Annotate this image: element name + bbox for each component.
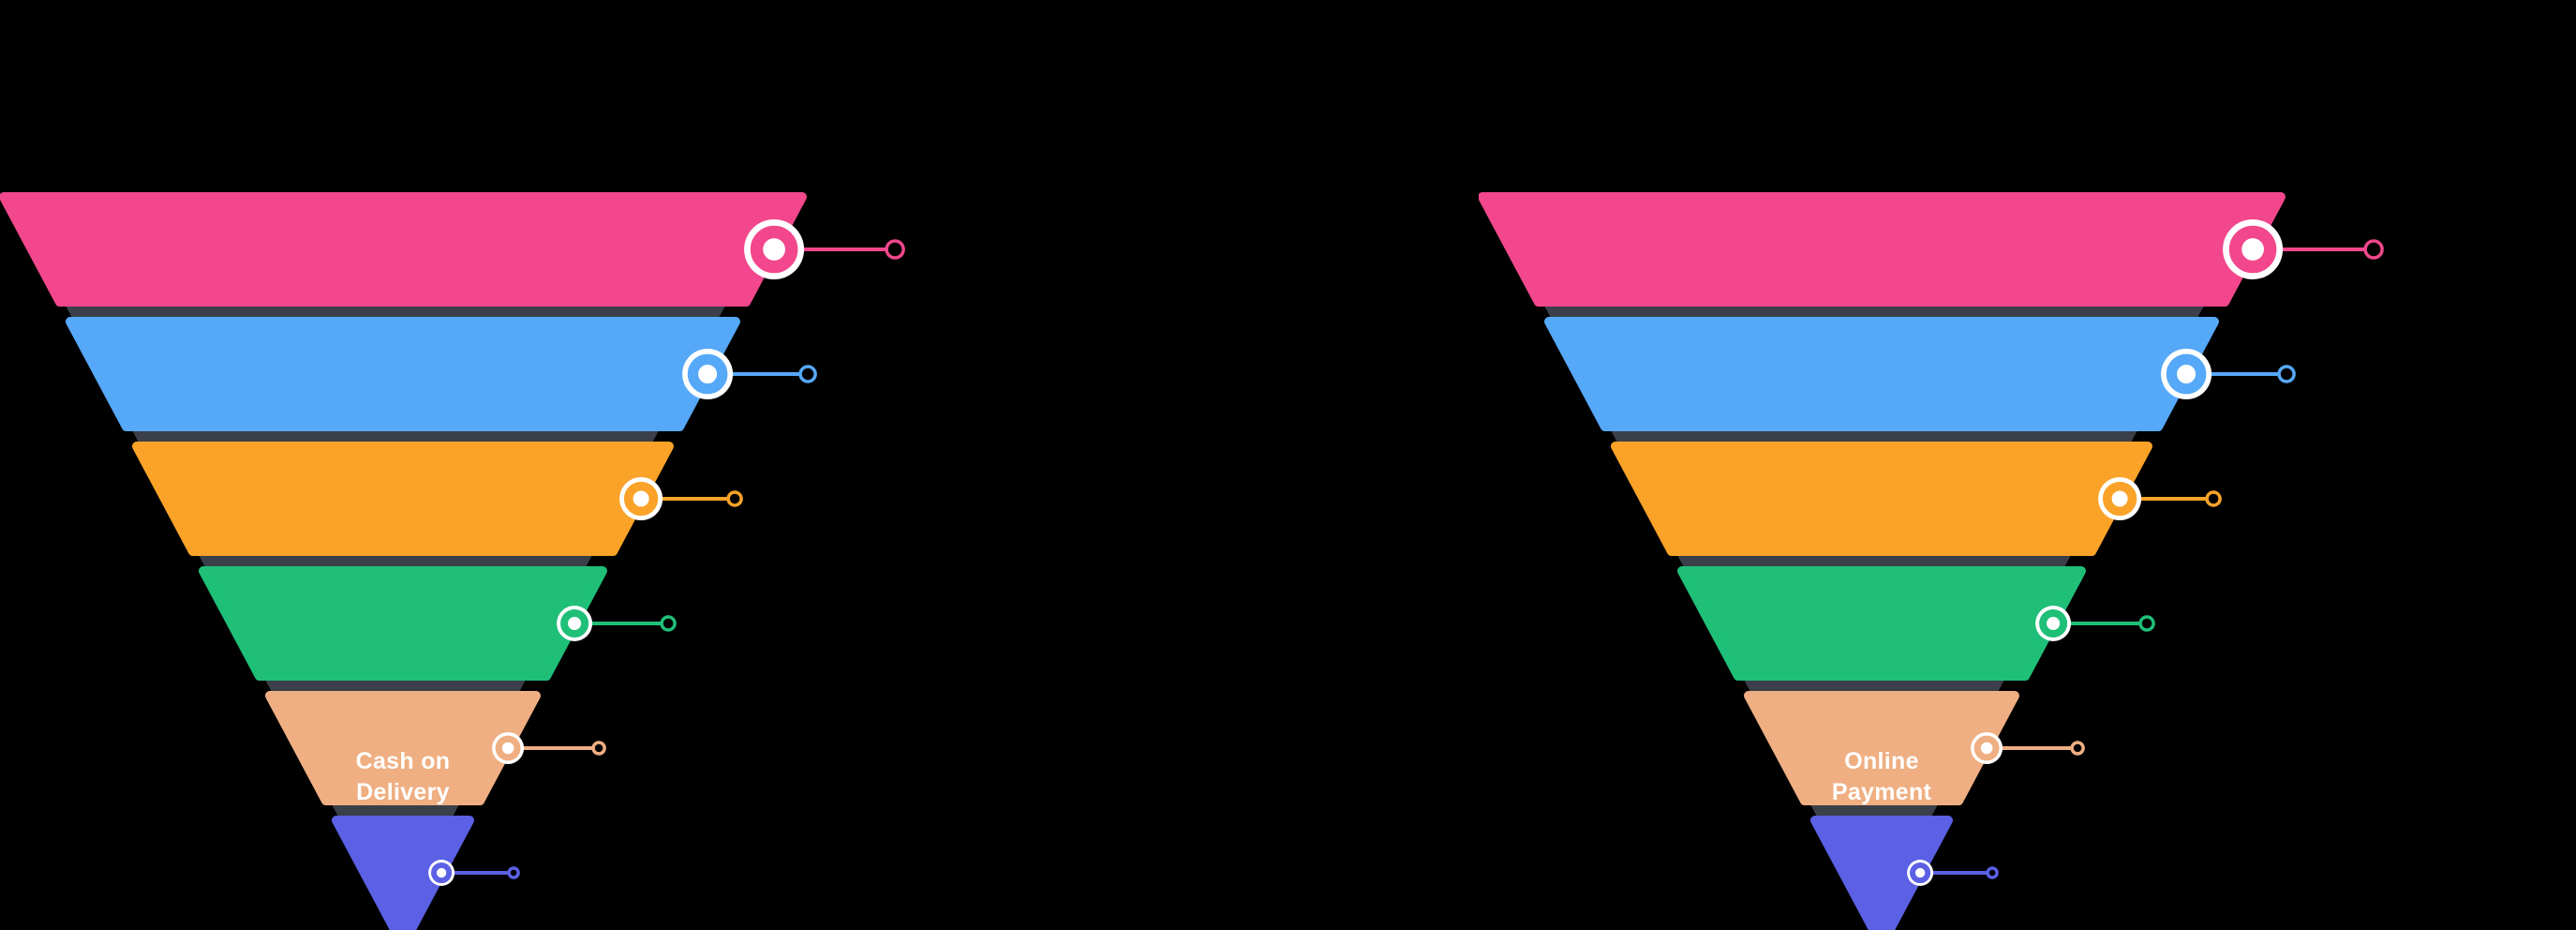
callout-marker-ring-icon [2166, 353, 2207, 395]
funnel-segment [1611, 442, 2152, 556]
funnel-segment [66, 317, 740, 431]
funnel-segment [199, 566, 607, 681]
callout-end-dot [726, 490, 743, 507]
callout-marker-ring-icon [623, 481, 659, 517]
callout-end-dot [1986, 866, 1999, 879]
funnel-segment [132, 442, 674, 556]
callout-marker-ring-icon [560, 608, 589, 638]
callout-end-dot [2205, 490, 2222, 507]
funnel-segment [1744, 691, 2019, 805]
callout-end-dot [2363, 239, 2384, 260]
callout-end-dot [507, 866, 520, 879]
funnel-segment [1677, 566, 2086, 681]
callout-marker-ring-icon [750, 225, 798, 274]
callout-marker-ring-icon [495, 735, 521, 761]
callout-marker-ring-icon [2102, 481, 2137, 517]
funnel-segment [1479, 192, 2286, 307]
funnel-segment [1544, 317, 2219, 431]
callout-marker-ring-icon [687, 353, 728, 395]
callout-marker-ring-icon [431, 862, 453, 884]
callout-end-dot [2138, 615, 2155, 632]
callout-marker-ring-icon [2039, 608, 2068, 638]
funnel-segment [265, 691, 541, 805]
funnel-segment [0, 192, 807, 307]
callout-end-dot [660, 615, 677, 632]
callout-marker-ring-icon [1973, 735, 2000, 761]
callout-end-dot [2070, 741, 2085, 756]
callout-marker-ring-icon [2228, 225, 2277, 274]
callout-end-dot [2277, 365, 2296, 383]
callout-end-dot [885, 239, 905, 260]
callout-end-dot [798, 365, 817, 383]
callout-end-dot [591, 741, 606, 756]
callout-marker-ring-icon [1910, 862, 1931, 884]
